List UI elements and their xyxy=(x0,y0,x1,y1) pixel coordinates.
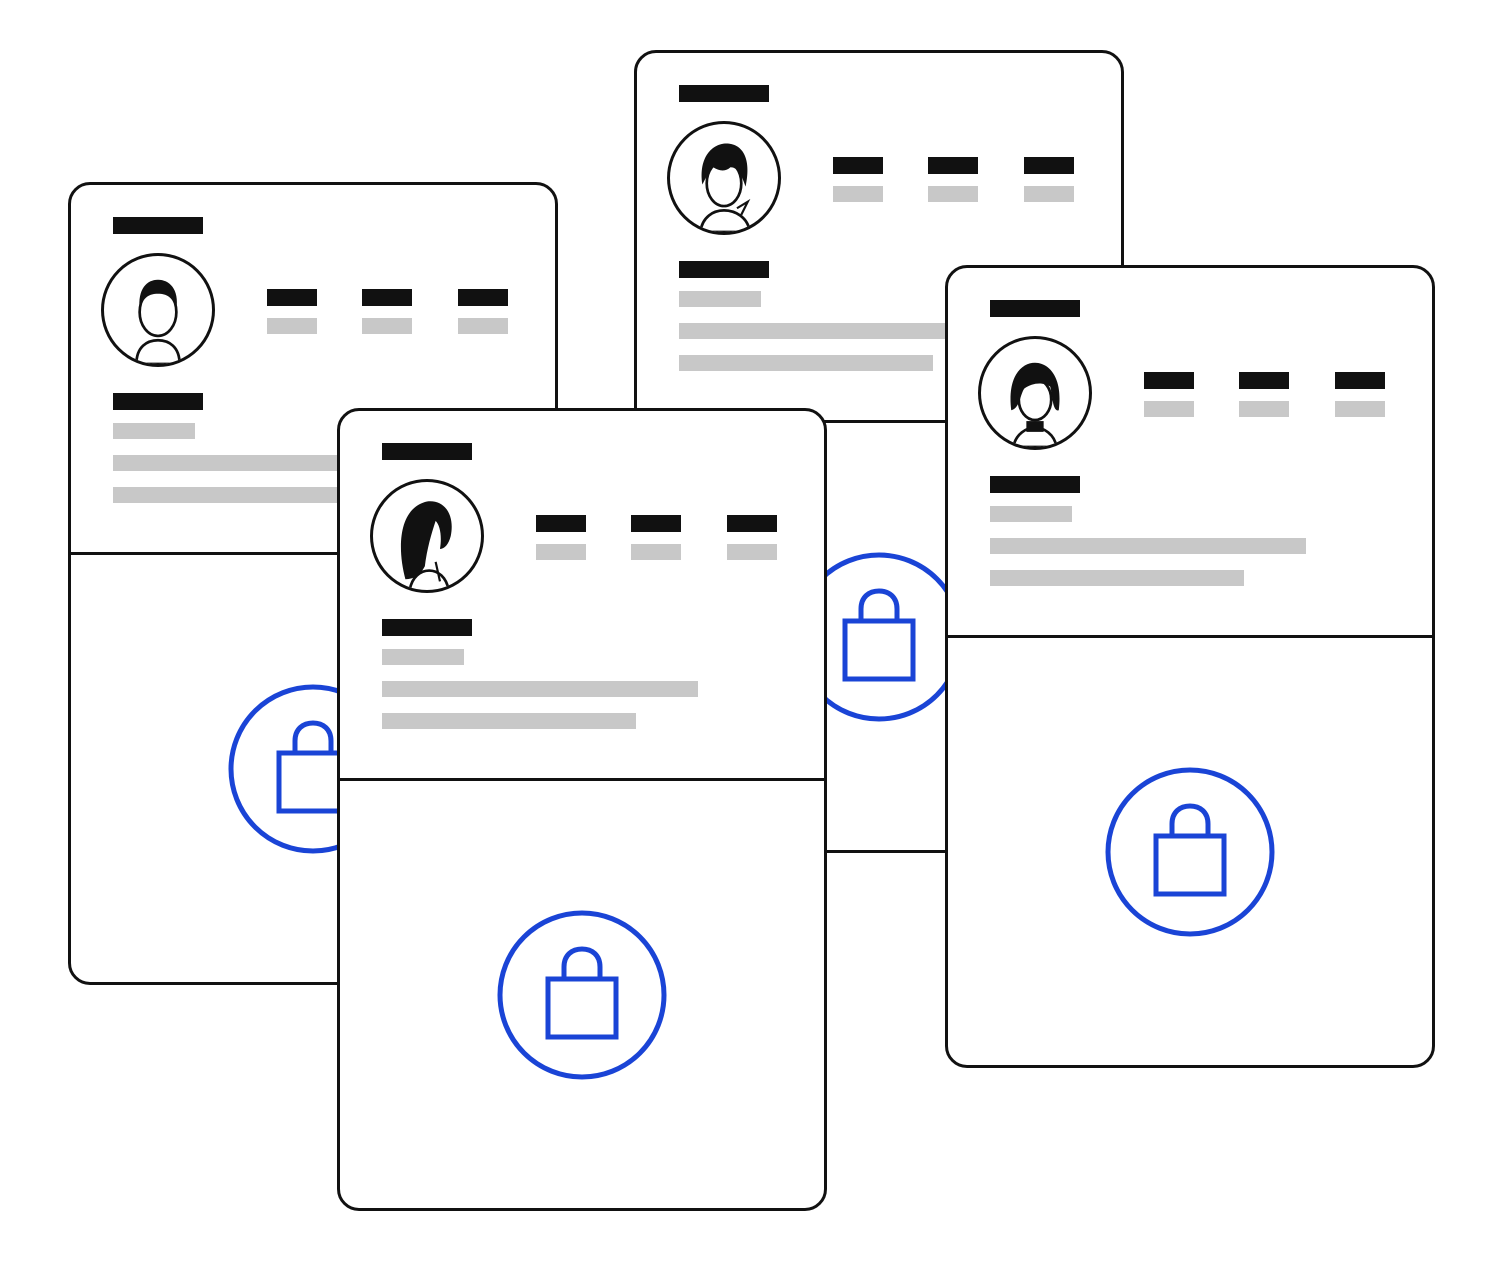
text-line-placeholder xyxy=(679,355,933,371)
stat-value-placeholder xyxy=(267,289,317,306)
subtitle-placeholder xyxy=(113,423,195,439)
section-title-placeholder xyxy=(113,393,203,410)
stat-value-placeholder xyxy=(1335,372,1385,389)
profile-card-4[interactable] xyxy=(945,265,1435,1068)
text-line-placeholder xyxy=(382,681,698,697)
profile-card-header xyxy=(71,185,555,555)
text-line-placeholder xyxy=(990,538,1306,554)
locked-content-area xyxy=(948,638,1432,1065)
stat-label-placeholder xyxy=(1239,401,1289,417)
stat-label-placeholder xyxy=(833,186,883,202)
female-bob-hair-avatar-icon xyxy=(978,336,1092,450)
text-line-placeholder xyxy=(679,323,995,339)
stat-value-placeholder xyxy=(727,515,777,532)
profile-card-3[interactable] xyxy=(337,408,827,1211)
lock-icon[interactable] xyxy=(1104,766,1276,938)
stat-label-placeholder xyxy=(631,544,681,560)
stat-value-placeholder xyxy=(536,515,586,532)
profile-card-header xyxy=(948,268,1432,638)
stat-value-placeholder xyxy=(1239,372,1289,389)
name-placeholder xyxy=(679,85,769,102)
text-line-placeholder xyxy=(990,570,1244,586)
stat-value-placeholder xyxy=(458,289,508,306)
name-placeholder xyxy=(113,217,203,234)
stat-label-placeholder xyxy=(928,186,978,202)
subtitle-placeholder xyxy=(990,506,1072,522)
female-long-hair-avatar-icon xyxy=(370,479,484,593)
stat-label-placeholder xyxy=(536,544,586,560)
stat-label-placeholder xyxy=(1144,401,1194,417)
name-placeholder xyxy=(990,300,1080,317)
text-line-placeholder xyxy=(113,487,367,503)
stat-value-placeholder xyxy=(928,157,978,174)
stat-value-placeholder xyxy=(362,289,412,306)
subtitle-placeholder xyxy=(679,291,761,307)
male-messy-hair-avatar-icon xyxy=(667,121,781,235)
stat-label-placeholder xyxy=(727,544,777,560)
name-placeholder xyxy=(382,443,472,460)
section-title-placeholder xyxy=(990,476,1080,493)
stat-label-placeholder xyxy=(1024,186,1074,202)
stat-label-placeholder xyxy=(267,318,317,334)
stat-label-placeholder xyxy=(362,318,412,334)
section-title-placeholder xyxy=(382,619,472,636)
stat-value-placeholder xyxy=(1144,372,1194,389)
section-title-placeholder xyxy=(679,261,769,278)
stat-value-placeholder xyxy=(1024,157,1074,174)
profile-card-header xyxy=(340,411,824,781)
stat-label-placeholder xyxy=(458,318,508,334)
stat-value-placeholder xyxy=(833,157,883,174)
profile-card-header xyxy=(637,53,1121,423)
locked-content-area xyxy=(340,781,824,1208)
text-line-placeholder xyxy=(382,713,636,729)
lock-icon[interactable] xyxy=(496,909,668,1081)
stat-value-placeholder xyxy=(631,515,681,532)
subtitle-placeholder xyxy=(382,649,464,665)
stat-label-placeholder xyxy=(1335,401,1385,417)
male-short-hair-avatar-icon xyxy=(101,253,215,367)
